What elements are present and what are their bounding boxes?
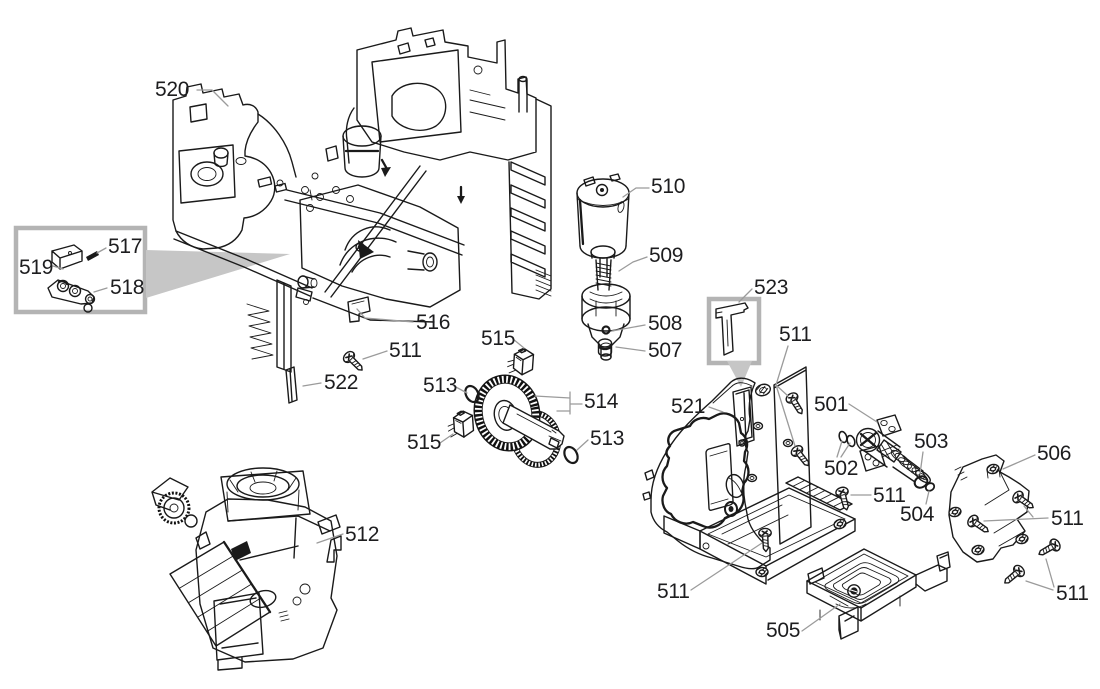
part-label-505: 505 bbox=[766, 619, 801, 642]
part-label-513-a: 513 bbox=[423, 374, 458, 397]
part-label-503: 503 bbox=[914, 430, 949, 453]
part-label-511-a: 511 bbox=[389, 339, 422, 362]
part-label-513-b: 513 bbox=[590, 427, 625, 450]
part-513-oring-left bbox=[464, 384, 480, 404]
part-label-515-a: 515 bbox=[481, 327, 516, 350]
part-518-lever bbox=[47, 279, 96, 313]
part-515-microswitch-upper bbox=[506, 347, 535, 377]
part-label-511-f: 511 bbox=[657, 580, 690, 603]
part-label-501: 501 bbox=[814, 393, 849, 416]
part-label-506: 506 bbox=[1037, 442, 1072, 465]
part-505-drip-tray bbox=[806, 548, 951, 640]
part-517-pin bbox=[86, 251, 99, 261]
part-label-502: 502 bbox=[824, 457, 859, 480]
part-520-chassis bbox=[172, 27, 552, 373]
part-512-brew-unit bbox=[151, 467, 342, 671]
part-label-523: 523 bbox=[754, 276, 789, 299]
part-label-516: 516 bbox=[416, 311, 451, 334]
part-508-nut bbox=[601, 325, 611, 335]
leader-lines bbox=[52, 89, 1055, 632]
part-514-gear-assembly bbox=[473, 374, 565, 468]
part-label-511-c: 511 bbox=[873, 484, 906, 507]
part-509-coupling bbox=[581, 257, 631, 361]
screw-511-plate-bottom bbox=[1000, 562, 1028, 589]
part-label-509: 509 bbox=[649, 244, 684, 267]
inset-box-parts-517-518-519 bbox=[13, 225, 148, 315]
part-510-motor bbox=[576, 173, 630, 259]
part-label-520: 520 bbox=[155, 78, 190, 101]
part-label-522: 522 bbox=[324, 371, 359, 394]
part-label-512: 512 bbox=[345, 523, 380, 546]
part-507-bushing bbox=[597, 338, 613, 357]
screw-511-plate-top bbox=[1009, 488, 1038, 514]
part-label-511-e: 511 bbox=[1056, 582, 1089, 605]
part-label-507: 507 bbox=[648, 339, 683, 362]
screw-511-frame-top bbox=[783, 390, 808, 418]
part-506-mounting-plate bbox=[947, 454, 1030, 563]
part-label-515-b: 515 bbox=[407, 431, 442, 454]
part-label-521: 521 bbox=[671, 395, 706, 418]
part-523-bracket bbox=[715, 302, 749, 356]
part-label-511-b: 511 bbox=[779, 323, 812, 346]
part-502-orings bbox=[838, 430, 856, 448]
part-label-518: 518 bbox=[110, 276, 145, 299]
part-label-517: 517 bbox=[108, 235, 143, 258]
part-521-frame bbox=[642, 366, 856, 585]
part-label-519: 519 bbox=[19, 256, 54, 279]
part-label-511-d: 511 bbox=[1051, 507, 1084, 530]
part-515-microswitch-lower bbox=[446, 409, 475, 439]
part-513-oring-right bbox=[563, 445, 579, 465]
part-label-504: 504 bbox=[900, 503, 935, 526]
part-519-latch bbox=[51, 244, 83, 270]
part-label-508: 508 bbox=[648, 312, 683, 335]
part-522-strip bbox=[285, 366, 298, 404]
part-label-514: 514 bbox=[584, 390, 619, 413]
callout-wedge-523-icon bbox=[727, 361, 752, 387]
screw-511-plate-right bbox=[1035, 536, 1063, 561]
screw-511-rail bbox=[834, 485, 854, 513]
part-503-oring bbox=[913, 475, 929, 489]
part-label-510: 510 bbox=[651, 175, 686, 198]
part-504-oring bbox=[924, 482, 936, 492]
screw-511-plate-left bbox=[964, 512, 993, 538]
part-501-valve bbox=[855, 414, 931, 484]
